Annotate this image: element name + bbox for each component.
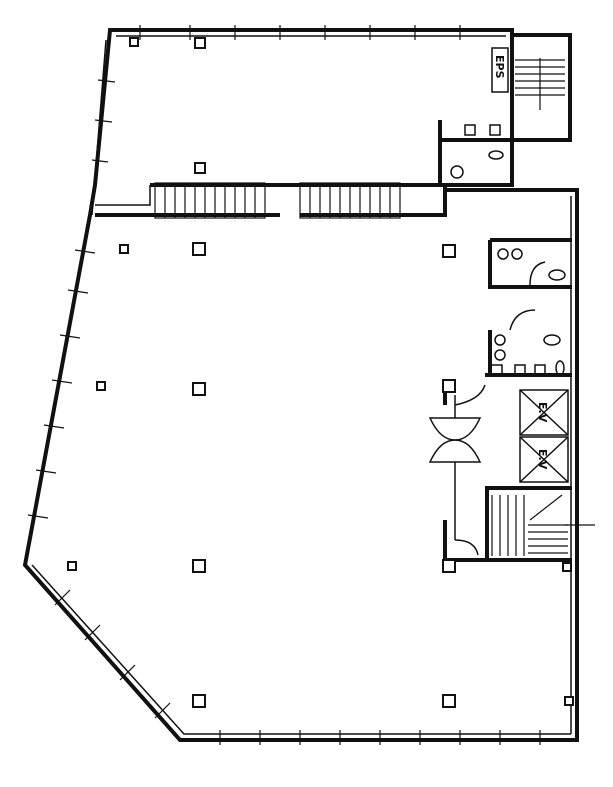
stair-treads-top	[515, 58, 565, 110]
stair-upper-right	[299, 182, 401, 219]
eps-shaft	[491, 47, 509, 93]
elevator-label-1: E.V	[536, 402, 549, 423]
toilet-wall-top	[438, 120, 510, 185]
toilet-icon	[450, 165, 464, 179]
toilet-icon	[488, 150, 504, 160]
columns	[67, 37, 574, 708]
eps-label: EPS	[493, 55, 506, 79]
stair-lower	[491, 494, 595, 556]
stair-core-top	[510, 33, 572, 142]
stair-upper-left	[154, 182, 266, 219]
elevator-label-2: E.V	[536, 449, 549, 470]
window-mullions	[27, 25, 541, 745]
entrance-doors	[428, 384, 486, 556]
toilets-right	[489, 248, 566, 376]
outer-wall	[22, 28, 579, 742]
elevator-shafts	[519, 389, 569, 483]
division-wall	[95, 183, 447, 217]
